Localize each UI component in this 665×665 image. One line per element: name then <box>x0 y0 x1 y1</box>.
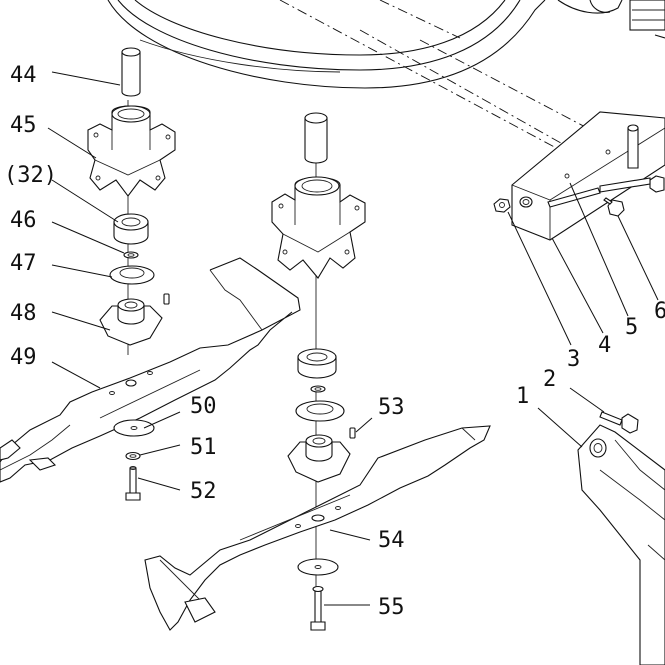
washer-right <box>310 385 326 393</box>
blade-adapter-left <box>99 298 163 346</box>
key-pin-53 <box>349 427 356 439</box>
spacer-ring-right <box>295 400 345 422</box>
callout-46: 46 <box>10 208 37 233</box>
bearing-left <box>113 213 149 245</box>
deflector-1 <box>577 424 665 665</box>
callout-55: 55 <box>378 595 405 620</box>
bolt-6 <box>603 197 625 217</box>
callout-3: 3 <box>567 347 580 372</box>
callout-54: 54 <box>378 528 405 553</box>
callout-1: 1 <box>516 384 529 409</box>
mounting-bracket <box>511 111 665 241</box>
mower-deck-housing <box>107 0 665 89</box>
callout-32: (32) <box>4 163 57 188</box>
callout-44: 44 <box>10 63 37 88</box>
callout-45: 45 <box>10 113 37 138</box>
callout-6: 6 <box>654 299 665 324</box>
washer-50 <box>113 419 155 437</box>
nut-3 <box>493 198 511 213</box>
callout-47: 47 <box>10 251 37 276</box>
lock-washer-51 <box>125 451 141 461</box>
callout-51: 51 <box>190 435 217 460</box>
spacer-ring-47 <box>109 265 155 285</box>
bolt-right-edge <box>599 175 665 193</box>
bolt-2 <box>599 411 639 434</box>
blade-adapter-right <box>287 434 351 483</box>
callout-49: 49 <box>10 345 37 370</box>
washer-46 <box>123 251 139 259</box>
pin-5 <box>547 187 601 208</box>
callout-50: 50 <box>190 394 217 419</box>
bearing-right <box>297 348 337 379</box>
callout-4: 4 <box>598 333 611 358</box>
spacer-sleeve-left <box>121 47 141 97</box>
bolt-55 <box>310 585 326 631</box>
blade-left <box>0 257 301 483</box>
washer-right-lower <box>297 558 339 576</box>
blade-right <box>144 425 491 631</box>
callout-2: 2 <box>543 367 556 392</box>
callout-48: 48 <box>10 301 37 326</box>
spindle-housing-right <box>271 176 366 279</box>
bolt-52 <box>125 466 141 501</box>
callout-5: 5 <box>625 315 638 340</box>
callout-labels: 44 45 (32) 46 47 48 49 50 51 52 53 54 55… <box>4 63 665 620</box>
callout-52: 52 <box>190 479 217 504</box>
callout-53: 53 <box>378 395 405 420</box>
spacer-sleeve-right <box>304 112 328 164</box>
key-pin-left <box>163 293 170 305</box>
leader-lines <box>47 71 659 606</box>
spindle-housing-left <box>87 105 176 197</box>
